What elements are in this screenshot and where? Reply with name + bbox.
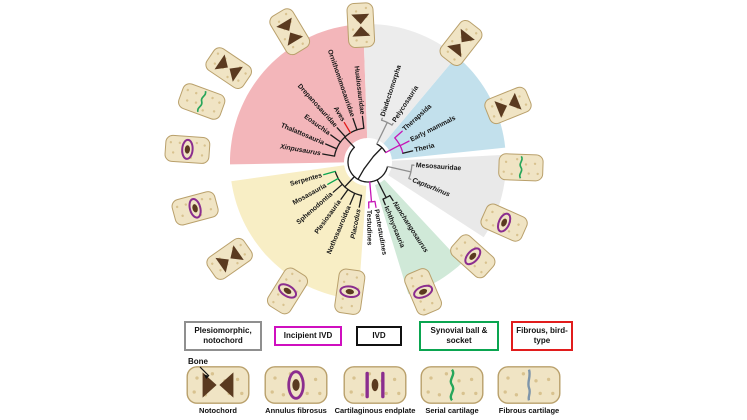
vertebra-icon-notochord: [206, 237, 253, 280]
label-annulus-fibrosus: Annulus fibrosus: [265, 406, 327, 415]
branch-drepanosauridae: [336, 127, 346, 138]
taxon-testudines: Testudines: [365, 210, 373, 246]
legend-item-incipient-ivd: Incipient IVD: [274, 326, 342, 346]
legend-item-synovial-ball-socket: Synovial ball & socket: [419, 321, 499, 351]
clade-stem-lepidosaur-sauropterygian-clade: [344, 175, 356, 188]
taxon-theria: Theria: [414, 142, 436, 154]
branch-pantestudines: [374, 200, 377, 208]
branch-theria: [402, 150, 414, 154]
vertebra-icon-serial: [420, 366, 484, 404]
branch-hualiosauridae: [361, 115, 365, 129]
vertebra-icon-annulus: [450, 234, 496, 279]
clade-stem-testudinata-clade: [369, 181, 373, 203]
vertebra-icon-annulus: [264, 366, 328, 404]
legend-item-plesiomorphic-notochord: Plesiomorphic, notochord: [184, 321, 262, 351]
clade-arc-early-amniote-clade: [408, 165, 413, 179]
branch-thalattosauria: [325, 143, 338, 150]
vertebra-icon-annulus: [404, 268, 442, 316]
wedge-marine-reptiles-birds: [230, 24, 368, 165]
wedge-ichthyosauromorphs: [375, 179, 463, 294]
vertebra-icon-notochord: [269, 8, 311, 56]
clade-arc-ichthyosauromorph-clade: [382, 194, 391, 200]
root-branch: [372, 146, 383, 157]
legend-item-fibrous-bird-type: Fibrous, bird-type: [511, 321, 573, 351]
wedge-stem-amniotes: [363, 24, 457, 144]
branch-nothosauroidea: [349, 192, 356, 205]
sauropsid-arc: [347, 146, 389, 183]
wedge-lepidosaurs-sauropterygians: [231, 165, 367, 300]
bone-arrow: [199, 366, 210, 377]
branch-therapsida: [394, 130, 403, 139]
branch-early-mammals: [399, 140, 410, 147]
clade-stem-early-amniote-clade: [386, 165, 412, 173]
clade-arc-testudinata-clade: [368, 200, 375, 203]
vertebra-icon-annulus: [480, 203, 528, 242]
clade-stem-mammal-clade: [385, 144, 401, 154]
label-cartilaginous-endplate: Cartilaginous endplate: [334, 406, 416, 415]
branch-mosasauria: [327, 177, 339, 185]
vertebra-icon-fibrous: [497, 366, 561, 404]
root-branch: [363, 155, 375, 170]
vertebra-icon-annulus: [171, 191, 219, 226]
vertebra-icon-annulus: [334, 268, 366, 315]
wedge-early-reptiles: [388, 154, 506, 238]
root-branch: [357, 168, 365, 180]
branch-nanchangosaurus: [389, 194, 394, 202]
branch-ichthyosauria: [382, 198, 386, 206]
branch-ornithomimosauridae: [352, 117, 358, 131]
branch-placodus: [358, 194, 363, 208]
clade-arc-stem-amniote-clade: [381, 119, 393, 126]
vertebra-icon-notochord: [186, 366, 250, 404]
taxon-mesosauridae: Mesosauridae: [416, 162, 462, 172]
clade-stem-marine-reptile-bird-clade: [344, 136, 356, 149]
label-serial-cartilage: Serial cartilage: [425, 406, 479, 415]
branch-sphenodontia: [332, 183, 343, 193]
bone-arrowhead: [203, 374, 209, 379]
vertebra-icon-annulus: [266, 267, 309, 315]
vertebra-icon-notochord: [439, 19, 483, 67]
vertebra-icon-endplate: [343, 366, 407, 404]
branch-xinpusaurus: [322, 153, 336, 157]
branch-serpentes: [323, 170, 336, 176]
label-notochord: Notochord: [199, 406, 237, 415]
bone-label: Bone: [188, 357, 209, 366]
clade-arc-lepidosaur-sauropterygian-clade: [334, 171, 362, 197]
branch-pelycosauria: [391, 122, 394, 126]
clade-stem-ichthyosauromorph-clade: [376, 179, 387, 199]
branch-plesiosauria: [340, 188, 349, 200]
vertebra-icon-notochord: [484, 86, 532, 125]
vertebra-icon-annulus: [164, 134, 211, 164]
vertebra-icon-notochord: [205, 47, 252, 89]
vertebra-icon-notochord: [346, 2, 376, 48]
legend-item-ivd: IVD: [356, 326, 402, 346]
wedge-mammals: [383, 56, 506, 160]
vertebra-icon-serial: [498, 153, 544, 182]
label-fibrous-cartilage: Fibrous cartilage: [498, 406, 560, 415]
synapsid-arc: [376, 143, 387, 153]
branch-captorhinus: [408, 177, 412, 180]
branch-eosuchia: [330, 134, 342, 143]
vertebra-icon-serial: [178, 83, 226, 120]
clade-stem-stem-amniote-clade: [376, 121, 388, 145]
branch-diadectomorpha: [380, 117, 383, 121]
branch-aves: [343, 121, 352, 134]
